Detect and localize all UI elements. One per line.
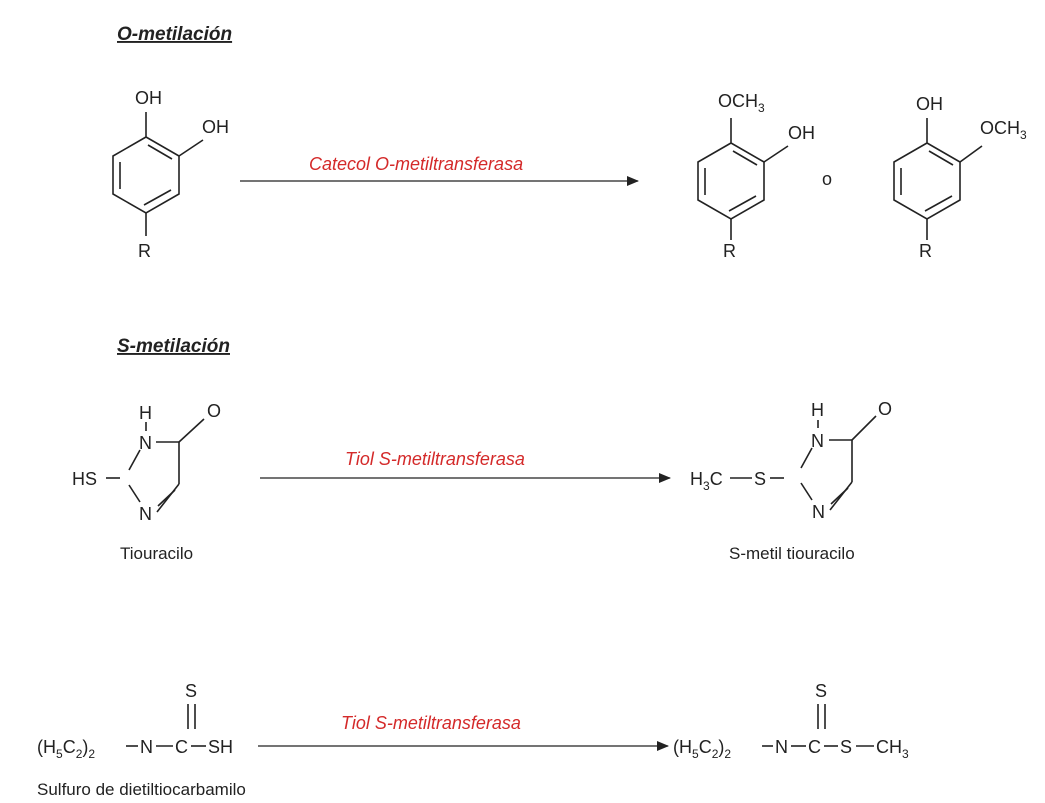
caption-tiouracilo: Tiouracilo: [120, 544, 193, 563]
enzyme-tiol-2: Tiol S-metiltransferasa: [341, 713, 521, 733]
product2-och3: OCH3: [980, 118, 1027, 142]
dtc-lhs: (H5C2)2: [37, 737, 95, 761]
product2-oh: OH: [916, 94, 943, 114]
thiouracil-n1: N: [139, 433, 152, 453]
dtcp-c: C: [808, 737, 821, 757]
caption-sulfuro: Sulfuro de dietiltiocarbamilo: [37, 780, 246, 799]
s-methyl-thiouracil-product: H N O H3C S N S-metil tiouracilo: [690, 399, 892, 563]
product2-r: R: [919, 241, 932, 261]
product1-och3: OCH3: [718, 91, 765, 115]
product-n1: N: [811, 431, 824, 451]
dtcp-ch3: CH3: [876, 737, 909, 761]
dtc-sh: SH: [208, 737, 233, 757]
dtc-s-top: S: [185, 681, 197, 701]
dtc-n: N: [140, 737, 153, 757]
product-methoxy-meta: OH OCH3 R: [893, 94, 1027, 261]
caption-s-metil-tiouracilo: S-metil tiouracilo: [729, 544, 855, 563]
product-s: S: [754, 469, 766, 489]
dtcp-n: N: [775, 737, 788, 757]
thiouracil-n2: N: [139, 504, 152, 524]
heading-s-metilacion: S-metilación: [117, 336, 230, 357]
heading-o-metilacion: O-metilación: [117, 24, 232, 45]
connector-o: o: [822, 169, 832, 189]
product-o: O: [878, 399, 892, 419]
enzyme-catecol: Catecol O-metiltransferasa: [309, 154, 523, 174]
product-h3c: H3C: [690, 469, 723, 493]
product1-oh: OH: [788, 123, 815, 143]
dtcp-s-top: S: [815, 681, 827, 701]
thiouracil-substrate: H N O HS N Tiouracilo: [72, 401, 221, 563]
thiouracil-o: O: [207, 401, 221, 421]
thiouracil-sh: HS: [72, 469, 97, 489]
dtcp-lhs: (H5C2)2: [673, 737, 731, 761]
dithiocarbamate-substrate: S (H5C2)2 N C SH Sulfuro de dietiltiocar…: [37, 681, 246, 799]
product-n2: N: [812, 502, 825, 522]
substrate-oh-top: OH: [135, 88, 162, 108]
thiouracil-h: H: [139, 403, 152, 423]
dithiocarbamate-product: S (H5C2)2 N C S CH3: [673, 681, 909, 761]
substrate-oh-side: OH: [202, 117, 229, 137]
product-methoxy-para: OCH3 OH R: [697, 91, 815, 261]
substrate-r: R: [138, 241, 151, 261]
product-h: H: [811, 400, 824, 420]
dtcp-s: S: [840, 737, 852, 757]
enzyme-tiol-1: Tiol S-metiltransferasa: [345, 449, 525, 469]
product1-r: R: [723, 241, 736, 261]
dtc-c: C: [175, 737, 188, 757]
catechol-substrate: OH OH R: [112, 88, 229, 261]
